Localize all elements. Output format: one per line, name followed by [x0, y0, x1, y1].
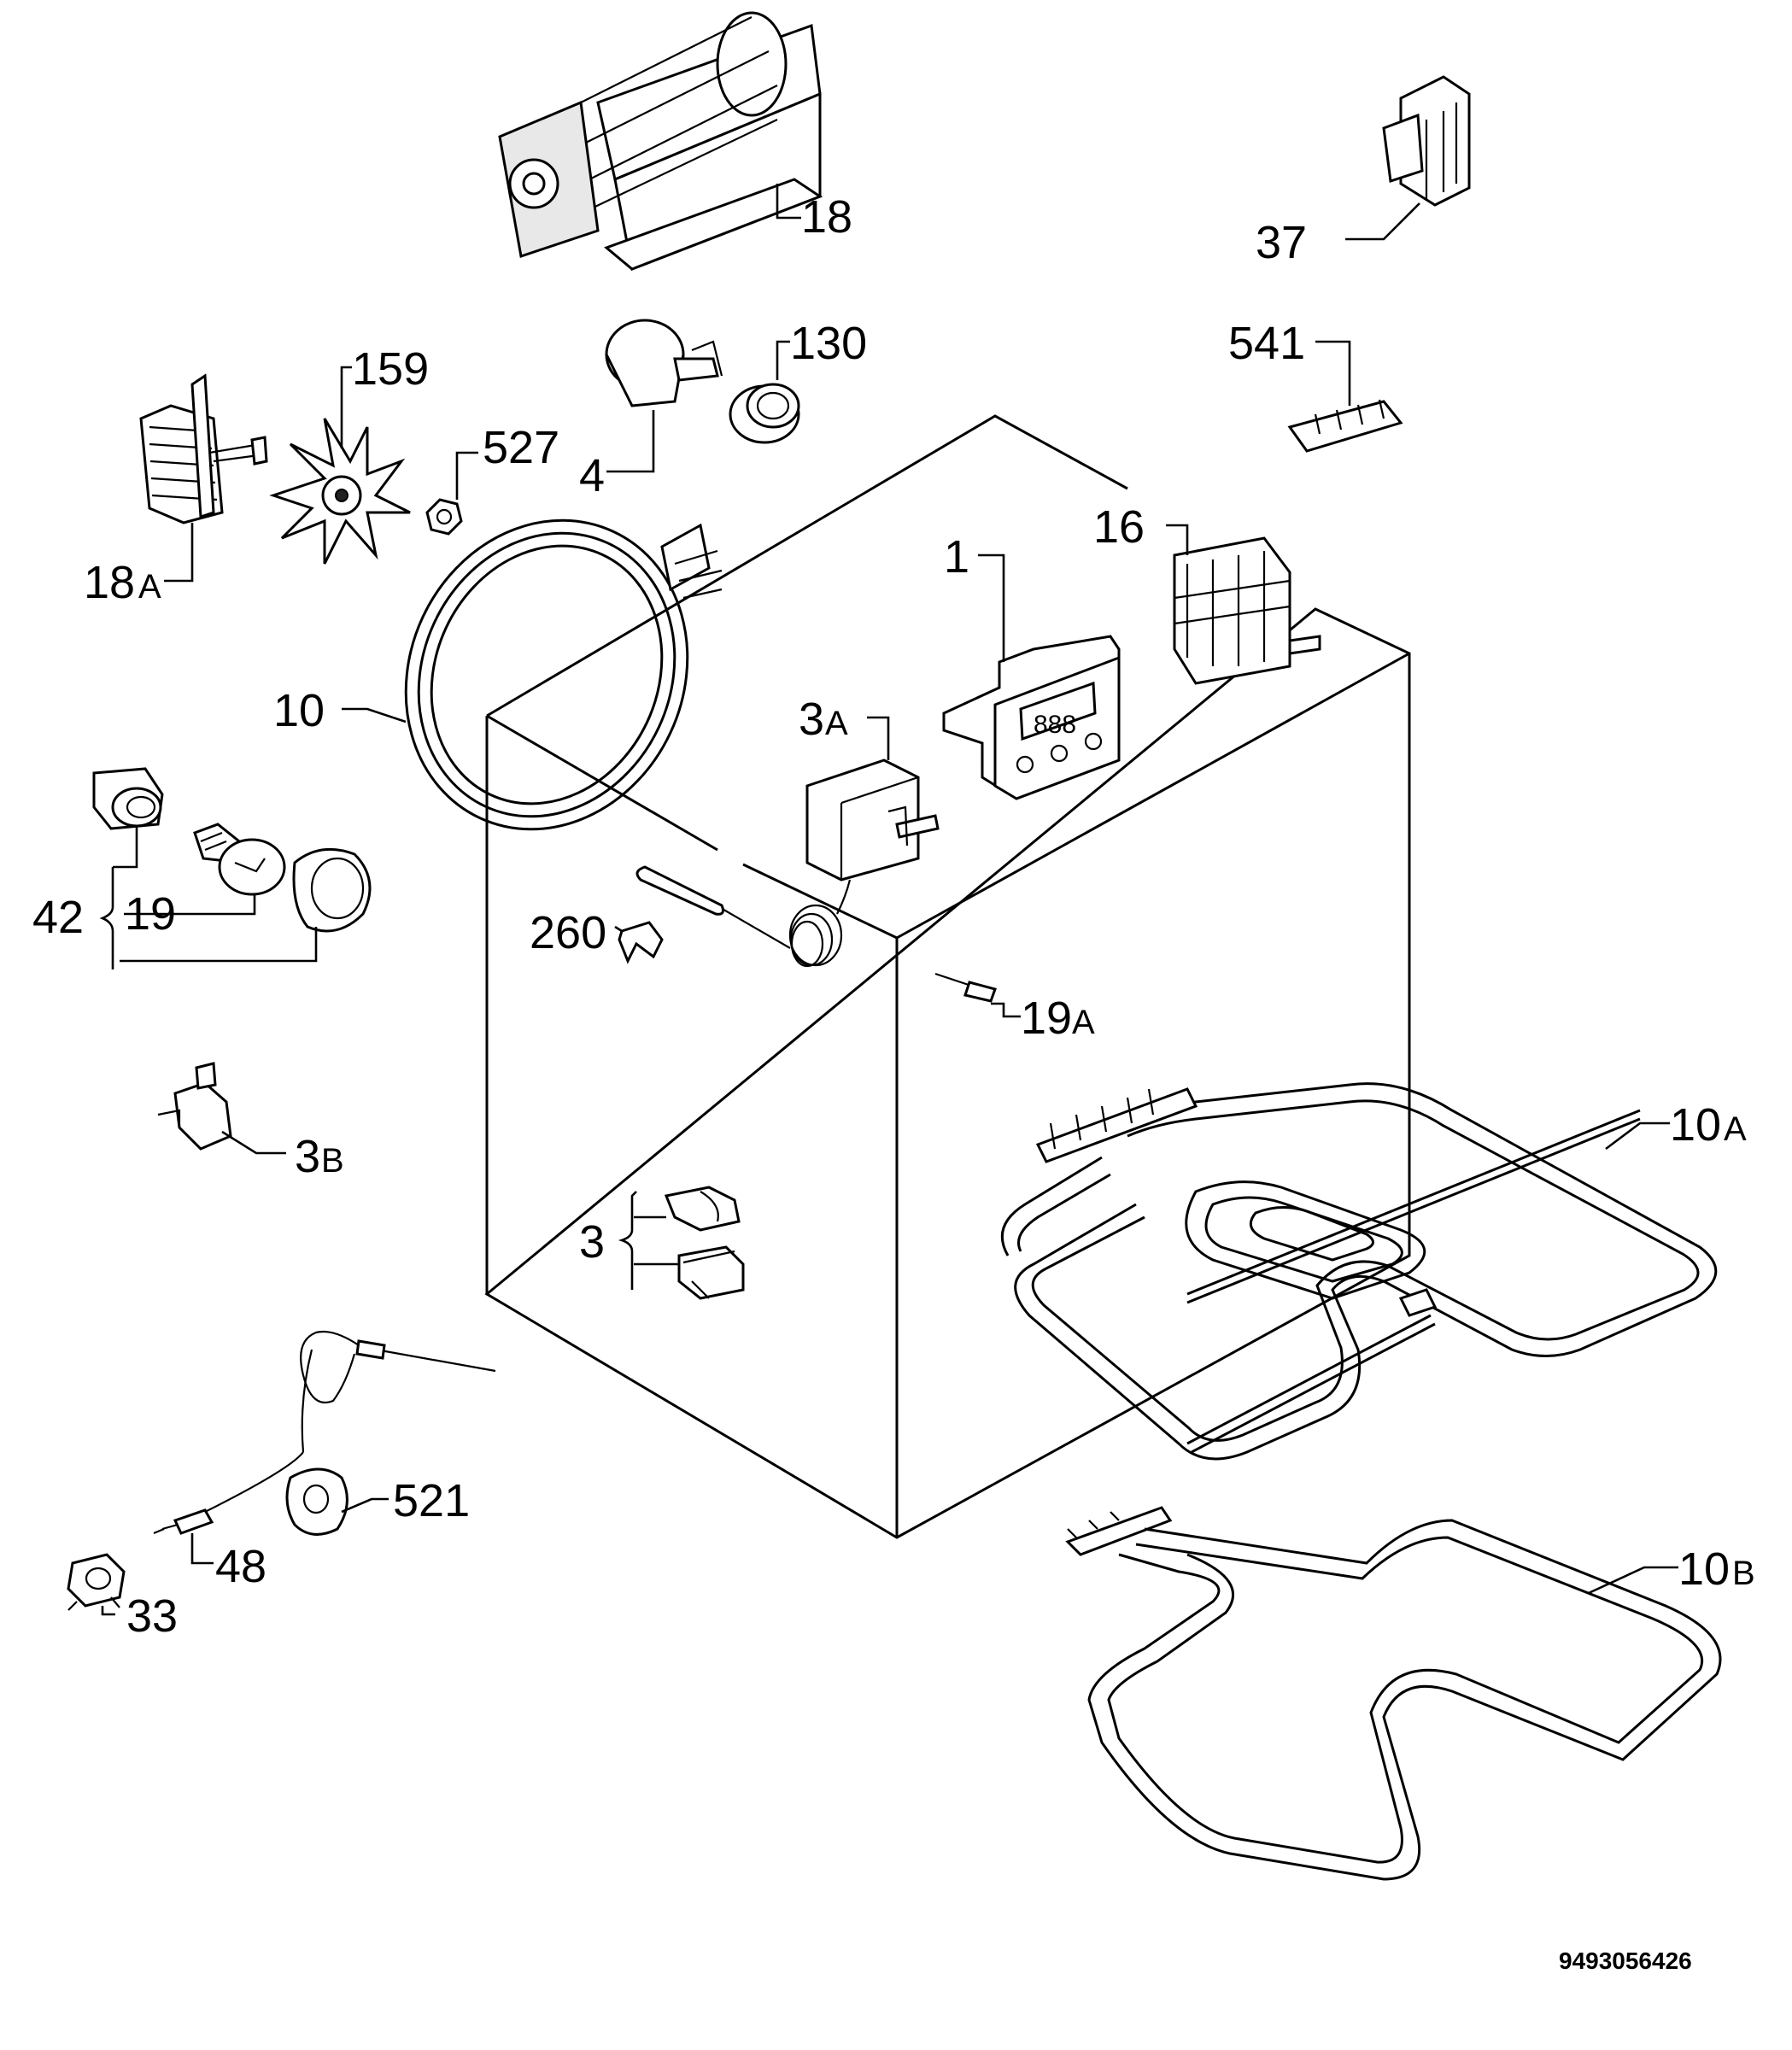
part-18a-fan-motor: 18 A: [84, 373, 268, 608]
label-19: 19: [125, 888, 176, 940]
part-10-circular-element: 10: [273, 518, 723, 831]
label-16: 16: [1093, 501, 1145, 553]
label-130: 130: [790, 318, 867, 369]
drawing-code: 9493056426: [1559, 1948, 1692, 1974]
label-19a: 19: [1021, 993, 1072, 1044]
label-3a: 3: [799, 694, 824, 745]
part-33-probe-connector: 33: [67, 1553, 178, 1642]
label-541: 541: [1228, 318, 1305, 369]
part-37-switch: 37: [1256, 75, 1471, 268]
label-527: 527: [483, 422, 559, 473]
label-521: 521: [393, 1475, 470, 1526]
part-527-nut: 527: [425, 422, 559, 536]
label-159: 159: [352, 343, 429, 395]
part-3b-fuse: 3 B: [157, 1062, 344, 1182]
label-48: 48: [215, 1541, 266, 1592]
part-19a-lamp-cable: 19 A: [934, 972, 1095, 1044]
label-10a: 10: [1670, 1099, 1721, 1151]
part-48-meat-probe: 48: [153, 1330, 496, 1592]
part-541-terminal-block: 541: [1228, 318, 1403, 453]
label-10b-suffix: B: [1732, 1555, 1755, 1592]
label-37: 37: [1256, 217, 1307, 268]
label-19a-suffix: A: [1072, 1004, 1095, 1041]
part-18-tangential-fan: 18: [498, 11, 852, 272]
part-42-lamp-assembly: 42 19: [32, 767, 372, 969]
label-10b: 10: [1678, 1543, 1730, 1595]
label-10a-suffix: A: [1724, 1110, 1747, 1148]
part-260-clip: 260: [530, 907, 664, 964]
label-3: 3: [579, 1216, 605, 1268]
label-3a-suffix: A: [825, 705, 848, 742]
label-18a-suffix: A: [138, 568, 161, 606]
part-130-grommet: 130: [729, 318, 867, 444]
part-10b-bottom-element: 10 B: [1065, 1506, 1755, 1881]
part-3-thermal-cutout: 3: [579, 1186, 745, 1300]
label-4: 4: [579, 450, 605, 501]
part-159-fan-blade: 159: [269, 343, 429, 565]
label-3b: 3: [295, 1131, 320, 1182]
timer-digits-icon: 888: [1034, 711, 1076, 739]
label-42: 42: [32, 892, 84, 943]
part-16-selector-switch: 16: [1093, 501, 1321, 685]
label-3b-suffix: B: [321, 1142, 344, 1180]
label-33: 33: [126, 1590, 178, 1642]
label-1: 1: [944, 531, 969, 583]
label-18: 18: [801, 191, 852, 243]
part-521-probe-socket: 521: [285, 1467, 470, 1536]
label-10: 10: [273, 685, 325, 736]
part-1-electronic-timer: 888 1: [942, 531, 1121, 800]
part-3a-thermostat: 3 A: [635, 694, 940, 968]
part-4-motor: 4: [579, 319, 723, 501]
part-10a-top-element: 10 A: [1000, 1082, 1747, 1461]
oven-cabinet: [484, 414, 1411, 1539]
label-260: 260: [530, 907, 606, 958]
label-18a: 18: [84, 557, 135, 608]
